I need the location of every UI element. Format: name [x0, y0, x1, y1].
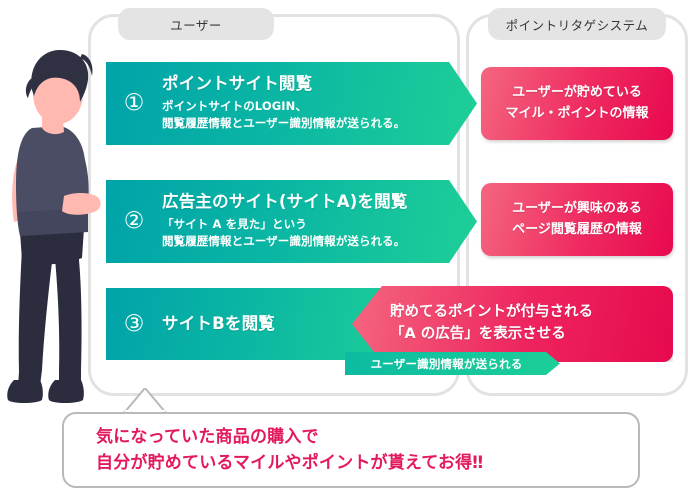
- step-3-title: サイトBを閲覧: [162, 313, 275, 333]
- system-box-1: ユーザーが貯めている マイル・ポイントの情報: [481, 67, 673, 140]
- response-arrow-text: 貯めてるポイントが付与される 「A の広告」を表示させる: [352, 302, 607, 346]
- step-3-number: ③: [123, 310, 145, 337]
- response-arrow-line-1: 貯めてるポイントが付与される: [390, 304, 593, 321]
- speech-bubble-tail: [122, 388, 168, 414]
- summary-line-1: 気になっていた商品の購入で: [96, 426, 319, 447]
- response-arrow-line-2: 「A の広告」を表示させる: [390, 326, 566, 342]
- step-1-subtext-line-1: ポイントサイトのLOGIN、: [162, 99, 307, 114]
- user-person-illustration: [2, 36, 110, 408]
- system-column-tab-label: ポイントリタゲシステム: [505, 17, 649, 33]
- system-box-1-line-2: マイル・ポイントの情報: [505, 105, 649, 121]
- step-2-subtext-line-1: 「サイト A を見た」という: [162, 217, 307, 232]
- step-1-body: ポイントサイト閲覧 ポイントサイトのLOGIN、 閲覧履歴情報とユーザー識別情報…: [162, 74, 477, 132]
- step-1-subtext-line-2: 閲覧履歴情報とユーザー識別情報が送られる。: [162, 116, 406, 131]
- summary-line-2: 自分が貯めているマイルやポイントが貰えてお得‼: [96, 453, 484, 473]
- step-2-body: 広告主のサイト(サイトA)を閲覧 「サイト A を見た」という 閲覧履歴情報とユ…: [162, 192, 477, 250]
- system-box-2-line-1: ユーザーが興味のある: [512, 201, 642, 217]
- step-2-arrow: ② 広告主のサイト(サイトA)を閲覧 「サイト A を見た」という 閲覧履歴情報…: [106, 180, 477, 263]
- system-box-1-text: ユーザーが貯めている マイル・ポイントの情報: [505, 83, 648, 123]
- system-box-1-line-1: ユーザーが貯めている: [512, 85, 642, 101]
- system-box-2-text: ユーザーが興味のある ページ閲覧履歴の情報: [512, 199, 642, 239]
- step-2-subtext-line-2: 閲覧履歴情報とユーザー識別情報が送られる。: [162, 234, 406, 249]
- step-3-body: サイトBを閲覧: [162, 314, 409, 335]
- identifier-strip-label: ユーザー識別情報が送られる: [370, 356, 523, 371]
- person-icon: [7, 50, 101, 403]
- step-1-title: ポイントサイト閲覧: [162, 74, 313, 94]
- step-1-number: ①: [123, 90, 145, 116]
- response-arrow: 貯めてるポイントが付与される 「A の広告」を表示させる: [352, 286, 673, 362]
- step-1-subtext: ポイントサイトのLOGIN、 閲覧履歴情報とユーザー識別情報が送られる。: [162, 98, 451, 133]
- summary-speech-bubble: 気になっていた商品の購入で 自分が貯めているマイルやポイントが貰えてお得‼: [62, 412, 640, 488]
- step-1-arrow: ① ポイントサイト閲覧 ポイントサイトのLOGIN、 閲覧履歴情報とユーザー識別…: [106, 62, 477, 145]
- step-2-title: 広告主のサイト(サイトA)を閲覧: [162, 192, 408, 212]
- step-2-number: ②: [123, 208, 145, 234]
- system-box-2-line-2: ページ閲覧履歴の情報: [512, 221, 642, 237]
- step-2-subtext: 「サイト A を見た」という 閲覧履歴情報とユーザー識別情報が送られる。: [162, 216, 451, 251]
- system-box-2: ユーザーが興味のある ページ閲覧履歴の情報: [481, 183, 673, 256]
- user-column-tab-label: ユーザー: [170, 17, 222, 33]
- identifier-strip: ユーザー識別情報が送られる: [345, 352, 560, 375]
- user-column-tab: ユーザー: [118, 8, 274, 40]
- system-column-tab: ポイントリタゲシステム: [488, 8, 666, 40]
